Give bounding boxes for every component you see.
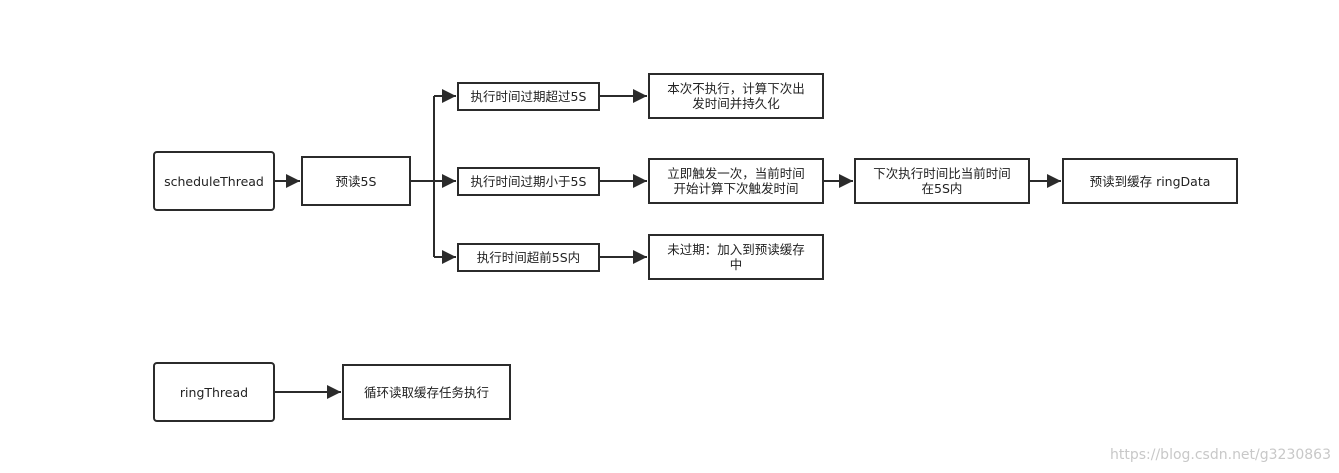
node-preread-5s: 预读5S xyxy=(301,156,411,206)
watermark: https://blog.csdn.net/g3230863 xyxy=(1110,447,1331,463)
branch-connector xyxy=(411,96,435,257)
node-label: 执行时间过期小于5S xyxy=(470,174,587,189)
node-label: 未过期：加入到预读缓存 中 xyxy=(667,242,805,272)
node-next-within-5s: 下次执行时间比当前时间 在5S内 xyxy=(854,158,1030,204)
node-label: 执行时间过期超过5S xyxy=(470,89,587,104)
node-not-execute: 本次不执行，计算下次出 发时间并持久化 xyxy=(648,73,824,119)
node-expired-over-5s: 执行时间过期超过5S xyxy=(457,82,600,111)
node-label: 循环读取缓存任务执行 xyxy=(363,384,489,400)
node-label: ringThread xyxy=(179,384,249,400)
node-label: 预读到缓存 ringData xyxy=(1089,173,1211,189)
node-ring-thread: ringThread xyxy=(153,362,275,422)
node-label: 立即触发一次，当前时间 开始计算下次触发时间 xyxy=(667,166,805,196)
node-label: scheduleThread xyxy=(164,173,264,189)
node-ahead-5s: 执行时间超前5S内 xyxy=(457,243,600,272)
node-label: 下次执行时间比当前时间 在5S内 xyxy=(873,166,1011,196)
node-label: 本次不执行，计算下次出 发时间并持久化 xyxy=(667,81,805,111)
node-trigger-once: 立即触发一次，当前时间 开始计算下次触发时间 xyxy=(648,158,824,204)
node-not-expired: 未过期：加入到预读缓存 中 xyxy=(648,234,824,280)
node-label: 执行时间超前5S内 xyxy=(476,250,581,265)
node-loop-read: 循环读取缓存任务执行 xyxy=(342,364,511,420)
node-preread-ringdata: 预读到缓存 ringData xyxy=(1062,158,1238,204)
node-label: 预读5S xyxy=(335,173,377,189)
node-schedule-thread: scheduleThread xyxy=(153,151,275,211)
node-expired-under-5s: 执行时间过期小于5S xyxy=(457,167,600,196)
